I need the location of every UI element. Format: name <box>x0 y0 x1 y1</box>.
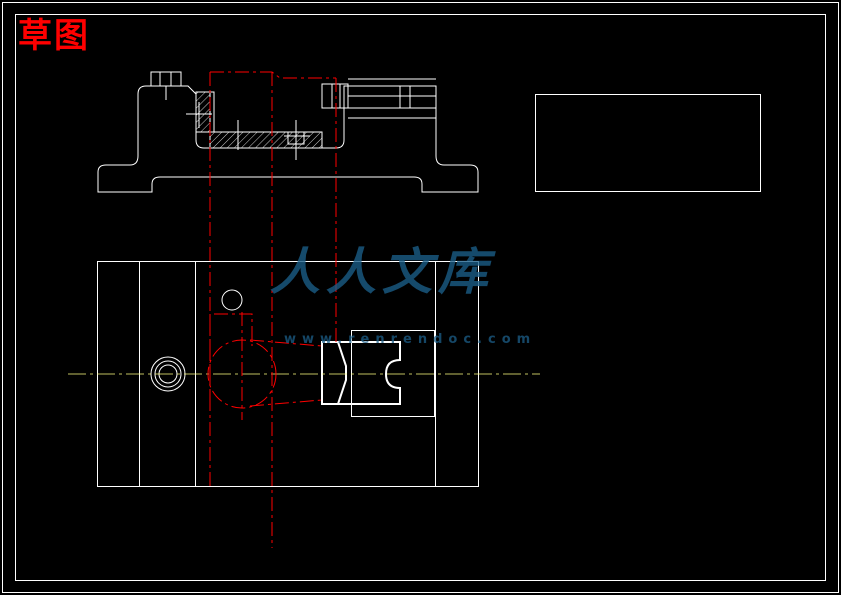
red-centerlines <box>207 71 337 548</box>
hatched-section <box>209 131 323 149</box>
centerline-top <box>210 71 336 79</box>
front-view <box>97 71 479 193</box>
workpiece-arm <box>249 399 323 407</box>
rod-collar <box>399 85 411 109</box>
hatched-section <box>195 91 211 133</box>
workpiece-line <box>214 313 253 346</box>
workpiece-arm <box>249 339 323 347</box>
v-block-profile <box>321 341 347 405</box>
sheet-title: 草图 <box>18 16 90 56</box>
v-block-slot <box>338 341 401 405</box>
inner-border <box>15 14 826 581</box>
pin-rect <box>287 131 305 145</box>
bolt-head <box>150 71 182 87</box>
v-block <box>351 330 435 417</box>
fixture-body-outline <box>97 85 479 193</box>
title-block-box <box>535 94 761 192</box>
locating-pin <box>221 289 243 311</box>
watermark-url: www.renrendoc.com <box>284 332 537 347</box>
watermark-logo-text: 人人文库 <box>270 242 494 301</box>
